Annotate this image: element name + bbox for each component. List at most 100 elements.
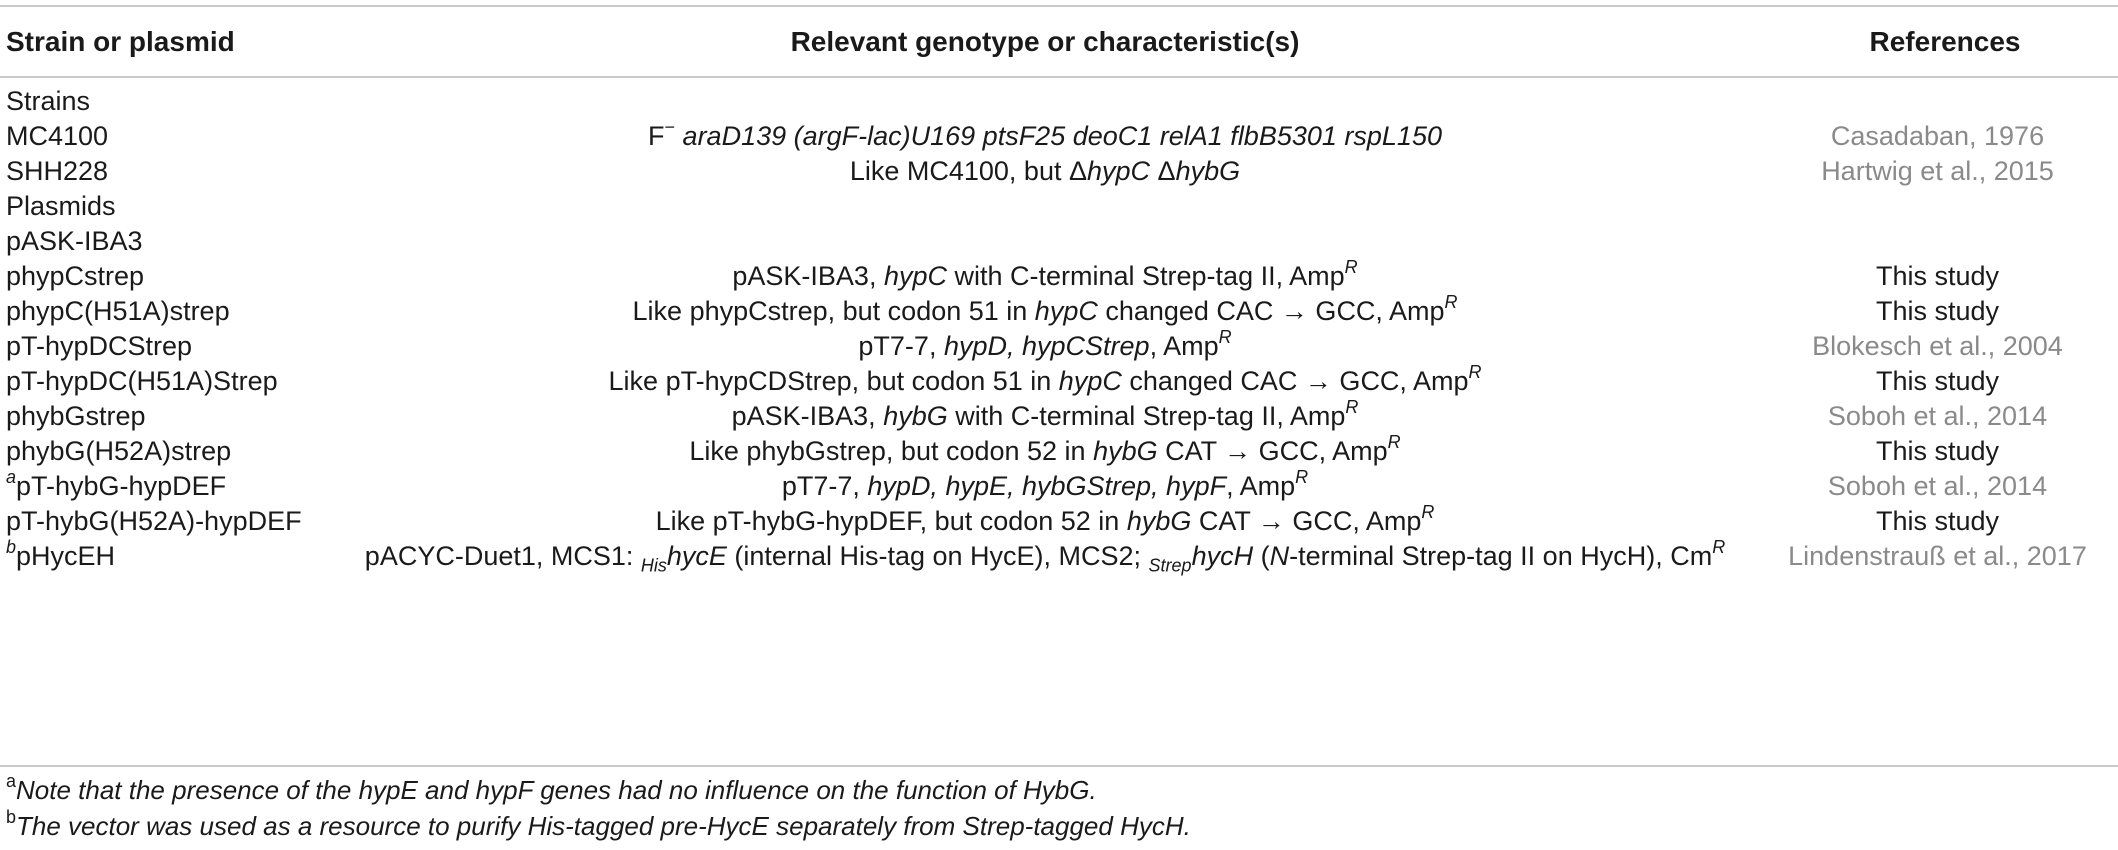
genotype-segment: changed CAC → GCC, Amp: [1097, 296, 1445, 326]
genotype-segment: hycE: [666, 541, 727, 571]
genotype-segment: (internal His-tag on HycE), MCS2;: [726, 541, 1149, 571]
genotype-segment: hybG: [1126, 506, 1192, 536]
cell-strain: Plasmids: [6, 183, 116, 230]
genotype-segment: hypC: [1034, 296, 1098, 326]
table-row: phypCstrep pASK-IBA3, hypC with C-termina…: [0, 253, 2118, 300]
reference-link[interactable]: Casadaban, 1976: [1830, 121, 2045, 151]
cell-genotype: pASK-IBA3, hypC with C-terminal Strep-ta…: [320, 253, 1770, 300]
genotype-segment: R: [1344, 257, 1358, 277]
genotype-segment: [675, 121, 683, 151]
cell-reference: This study: [1875, 261, 2000, 291]
cell-reference: This study: [1875, 366, 2000, 396]
cell-strain: apT-hybG-hypDEF: [6, 463, 226, 510]
header-rule: [0, 76, 2118, 78]
cell-reference: This study: [1875, 506, 2000, 536]
genotype-segment: -terminal Strep-tag II on HycH), Cm: [1289, 541, 1713, 571]
header-genotype: Relevant genotype or characteristic(s): [790, 26, 1300, 57]
strain-name: SHH228: [6, 156, 109, 186]
footnote-mark: b: [6, 537, 17, 557]
genotype-segment: hybG: [1093, 436, 1158, 466]
genotype-segment: R: [1218, 327, 1232, 347]
table-row: pASK-IBA3: [0, 218, 2118, 265]
genotype-segment: R: [1444, 292, 1458, 312]
cell-strain: bpHycEH: [6, 533, 115, 580]
genotype-segment: pT7-7,: [858, 331, 944, 361]
bottom-rule: [0, 765, 2118, 767]
genotype-segment: R: [1345, 397, 1359, 417]
strain-name: Strains: [6, 86, 91, 116]
cell-strain: phypCstrep: [6, 253, 144, 300]
strain-name: Plasmids: [6, 191, 116, 221]
genotype-segment: Like pT-hybG-hypDEF, but codon 52 in: [655, 506, 1127, 536]
genotype-segment: R: [1712, 537, 1726, 557]
genotype-segment: with C-terminal Strep-tag II, Amp: [947, 401, 1346, 431]
genotype-segment: (: [1253, 541, 1270, 571]
genotype-segment: araD139 (argF-lac)U169 ptsF25 deoC1 relA…: [682, 121, 1442, 151]
genotype-segment: R: [1387, 432, 1401, 452]
cell-genotype: Like phypCstrep, but codon 51 in hypC ch…: [320, 288, 1770, 335]
table-row: phypC(H51A)strep Like phypCstrep, but cod…: [0, 288, 2118, 335]
reference-link[interactable]: Soboh et al., 2014: [1827, 471, 2048, 501]
genotype-segment: R: [1421, 502, 1435, 522]
footnote-b-text: The vector was used as a resource to pur…: [16, 811, 1191, 841]
strain-name: pT-hypDCStrep: [6, 331, 193, 361]
cell-genotype: Like pT-hybG-hypDEF, but codon 52 in hyb…: [320, 498, 1770, 545]
genotype-segment: hybG: [1175, 156, 1241, 186]
genotype-segment: Strep: [1148, 555, 1192, 576]
table-row: phybG(H52A)strep Like phybGstrep, but cod…: [0, 428, 2118, 475]
genotype-segment: CAT → GCC, Amp: [1157, 436, 1388, 466]
strain-name: phypCstrep: [6, 261, 145, 291]
cell-strain: pT-hybG(H52A)-hypDEF: [6, 498, 302, 545]
genotype-segment: CAT → GCC, Amp: [1191, 506, 1422, 536]
genotype-segment: pACYC-Duet1, MCS1:: [364, 541, 641, 571]
strain-name: MC4100: [6, 121, 109, 151]
cell-genotype: pT7-7, hypD, hypE, hybGStrep, hypF, AmpR: [320, 463, 1770, 510]
genotype-segment: R: [1468, 362, 1482, 382]
reference-link[interactable]: Hartwig et al., 2015: [1821, 156, 2054, 186]
strain-name: phybG(H52A)strep: [6, 436, 232, 466]
genotype-segment: pASK-IBA3,: [731, 401, 884, 431]
cell-genotype: F− araD139 (argF-lac)U169 ptsF25 deoC1 r…: [320, 113, 1770, 160]
genotype-segment: pASK-IBA3,: [732, 261, 884, 291]
cell-strain: pT-hypDCStrep: [6, 323, 192, 370]
strain-name: pHycEH: [16, 541, 116, 571]
table-row: pT-hypDC(H51A)Strep Like pT-hypCDStrep, b…: [0, 358, 2118, 405]
reference-link[interactable]: Soboh et al., 2014: [1827, 401, 2048, 431]
genotype-segment: hycH: [1191, 541, 1254, 571]
genotype-segment: Like pT-hypCDStrep, but codon 51 in: [608, 366, 1059, 396]
strain-name: pT-hypDC(H51A)Strep: [6, 366, 278, 396]
header-references: References: [1869, 26, 2021, 57]
cell-genotype: Like phybGstrep, but codon 52 in hybG CA…: [320, 428, 1770, 475]
cell-strain: SHH228: [6, 148, 108, 195]
reference-link[interactable]: Lindenstrauß et al., 2017: [1788, 541, 2087, 571]
genotype-segment: N: [1269, 541, 1290, 571]
cell-genotype: pT7-7, hypD, hypCStrep, AmpR: [320, 323, 1770, 370]
cell-genotype: Like MC4100, but ΔhypC ΔhybG: [320, 148, 1770, 195]
reference-link[interactable]: Blokesch et al., 2004: [1812, 331, 2063, 361]
table-row: bpHycEH pACYC-Duet1, MCS1: HishycE (inter…: [0, 533, 2118, 580]
table-row: apT-hybG-hypDEF pT7-7, hypD, hypE, hybGSt…: [0, 463, 2118, 510]
footnote-a-mark: a: [6, 771, 17, 792]
genotype-segment: hypC: [883, 261, 947, 291]
table-row: MC4100 F− araD139 (argF-lac)U169 ptsF25 d…: [0, 113, 2118, 160]
genotype-segment: hypC: [1058, 366, 1122, 396]
cell-reference: This study: [1875, 296, 2000, 326]
genotype-segment: Like MC4100, but Δ: [849, 156, 1088, 186]
cell-strain: pASK-IBA3: [6, 218, 143, 265]
cell-genotype: Like pT-hypCDStrep, but codon 51 in hypC…: [320, 358, 1770, 405]
genotype-segment: hypC: [1087, 156, 1151, 186]
genotype-segment: changed CAC → GCC, Amp: [1121, 366, 1469, 396]
footnote-b: bThe vector was used as a resource to pu…: [6, 808, 1191, 844]
genotype-segment: hypD, hypCStrep: [943, 331, 1150, 361]
genotype-segment: −: [664, 117, 676, 137]
strain-name: phypC(H51A)strep: [6, 296, 230, 326]
strain-name: pT-hybG-hypDEF: [16, 471, 227, 501]
cell-strain: phybG(H52A)strep: [6, 428, 231, 475]
genotype-segment: R: [1295, 467, 1309, 487]
cell-genotype: pACYC-Duet1, MCS1: HishycE (internal His…: [320, 533, 1770, 580]
genotype-segment: , Amp: [1149, 331, 1219, 361]
table-row: Strains: [0, 78, 2118, 125]
genotype-segment: Like phybGstrep, but codon 52 in: [689, 436, 1094, 466]
